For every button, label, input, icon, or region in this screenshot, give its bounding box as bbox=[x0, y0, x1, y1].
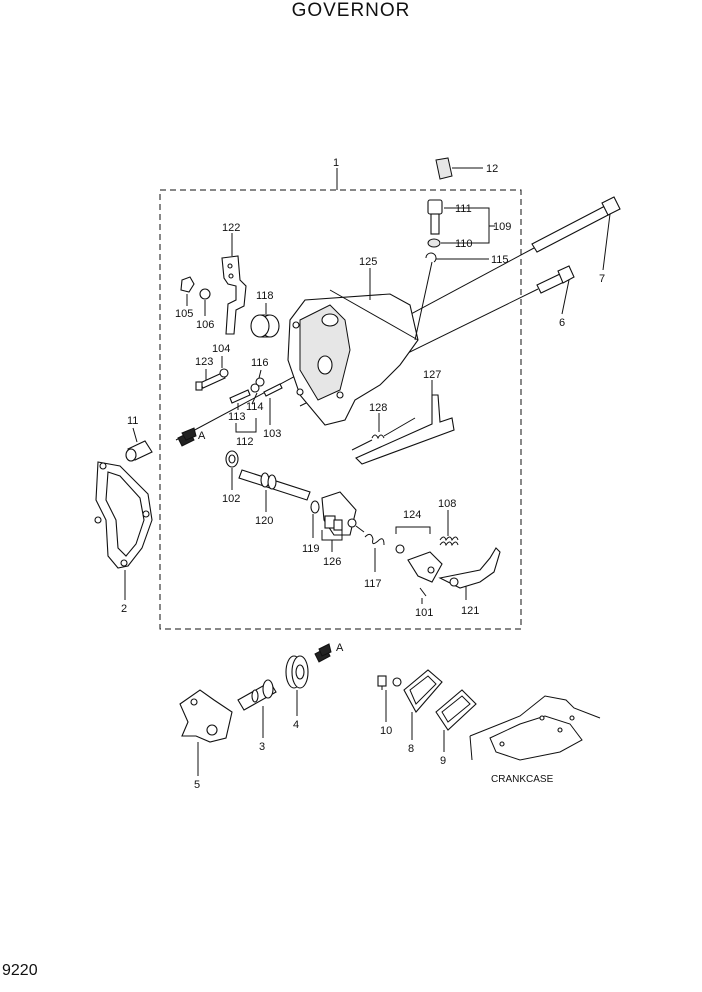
part-111-bolt bbox=[427, 199, 482, 235]
view-a-label-top: A bbox=[198, 430, 206, 442]
part-104-washer bbox=[219, 368, 229, 378]
part-113-bolt bbox=[229, 389, 251, 410]
label-124: 124 bbox=[403, 509, 421, 521]
label-12: 12 bbox=[486, 163, 498, 175]
part-11-sleeve bbox=[125, 427, 153, 462]
label-109: 109 bbox=[493, 221, 511, 233]
label-112: 112 bbox=[236, 436, 254, 448]
label-104: 104 bbox=[212, 343, 230, 355]
part-118-roller bbox=[250, 303, 280, 338]
view-a-arrow-top bbox=[177, 427, 197, 447]
part-4-gear bbox=[285, 655, 309, 716]
part-106-washer bbox=[199, 288, 211, 300]
assembly-boundary bbox=[159, 189, 522, 630]
label-111: 111 bbox=[455, 203, 472, 215]
label-4: 4 bbox=[293, 719, 299, 731]
label-6: 6 bbox=[559, 317, 565, 329]
label-123: 123 bbox=[195, 356, 213, 368]
part-6-bolt bbox=[299, 265, 575, 407]
part-5-holder bbox=[179, 689, 233, 776]
part-127-lever bbox=[355, 380, 455, 465]
page-number: 9220 bbox=[2, 962, 38, 979]
part-8-cover bbox=[403, 669, 443, 740]
label-108: 108 bbox=[438, 498, 456, 510]
part-105-nut bbox=[180, 276, 195, 293]
part-101-pin bbox=[419, 587, 427, 597]
part-117-spring bbox=[355, 525, 385, 572]
part-120-shaft bbox=[238, 469, 311, 512]
label-110: 110 bbox=[455, 238, 473, 250]
label-128: 128 bbox=[369, 402, 387, 414]
part-114-washer bbox=[250, 383, 260, 393]
part-2-gasket bbox=[94, 461, 153, 600]
label-2: 2 bbox=[121, 603, 127, 615]
label-114: 114 bbox=[246, 401, 264, 413]
label-119: 119 bbox=[302, 543, 320, 555]
label-113: 113 bbox=[228, 411, 246, 423]
label-126: 126 bbox=[323, 556, 341, 568]
part-12-cap bbox=[435, 157, 483, 180]
label-118: 118 bbox=[256, 290, 274, 302]
label-10: 10 bbox=[380, 725, 392, 737]
part-103-pin bbox=[263, 383, 283, 425]
part-3-shaft bbox=[237, 679, 277, 738]
label-7: 7 bbox=[599, 273, 605, 285]
label-9: 9 bbox=[440, 755, 446, 767]
label-103: 103 bbox=[263, 428, 281, 440]
label-127: 127 bbox=[423, 369, 441, 381]
label-11: 11 bbox=[127, 415, 138, 427]
part-126-weight-assembly bbox=[321, 491, 357, 552]
part-122-bracket bbox=[221, 233, 247, 335]
crankcase-label: CRANKCASE bbox=[491, 774, 554, 785]
part-102-washer bbox=[225, 450, 239, 490]
label-101: 101 bbox=[415, 607, 433, 619]
label-106: 106 bbox=[196, 319, 214, 331]
label-120: 120 bbox=[255, 515, 273, 527]
label-115: 115 bbox=[491, 254, 509, 266]
label-122: 122 bbox=[222, 222, 240, 234]
part-108-spring bbox=[439, 510, 459, 547]
page-title: GOVERNOR bbox=[291, 0, 411, 21]
label-116: 116 bbox=[251, 357, 269, 369]
label-8: 8 bbox=[408, 743, 414, 755]
part-123-bolt bbox=[195, 369, 226, 391]
crankcase bbox=[469, 695, 601, 761]
label-121: 121 bbox=[461, 605, 479, 617]
label-1: 1 bbox=[333, 157, 339, 169]
label-105: 105 bbox=[175, 308, 193, 320]
part-125-housing bbox=[287, 261, 433, 426]
label-5: 5 bbox=[194, 779, 200, 791]
view-a-arrow-bottom bbox=[314, 643, 332, 663]
label-3: 3 bbox=[259, 741, 265, 753]
part-128-spring bbox=[351, 413, 416, 451]
label-117: 117 bbox=[364, 578, 382, 590]
part-124-lever-assembly bbox=[395, 526, 443, 583]
part-116-nut bbox=[255, 377, 265, 387]
label-125: 125 bbox=[359, 256, 377, 268]
part-110-washer bbox=[427, 238, 482, 248]
part-119-washer bbox=[310, 500, 320, 514]
part-9-gasket bbox=[435, 689, 477, 752]
view-a-label-bottom: A bbox=[336, 642, 344, 654]
label-102: 102 bbox=[222, 493, 240, 505]
part-115-clip bbox=[425, 252, 489, 263]
part-10-bolt bbox=[377, 675, 402, 722]
part-121-lever bbox=[438, 547, 501, 600]
